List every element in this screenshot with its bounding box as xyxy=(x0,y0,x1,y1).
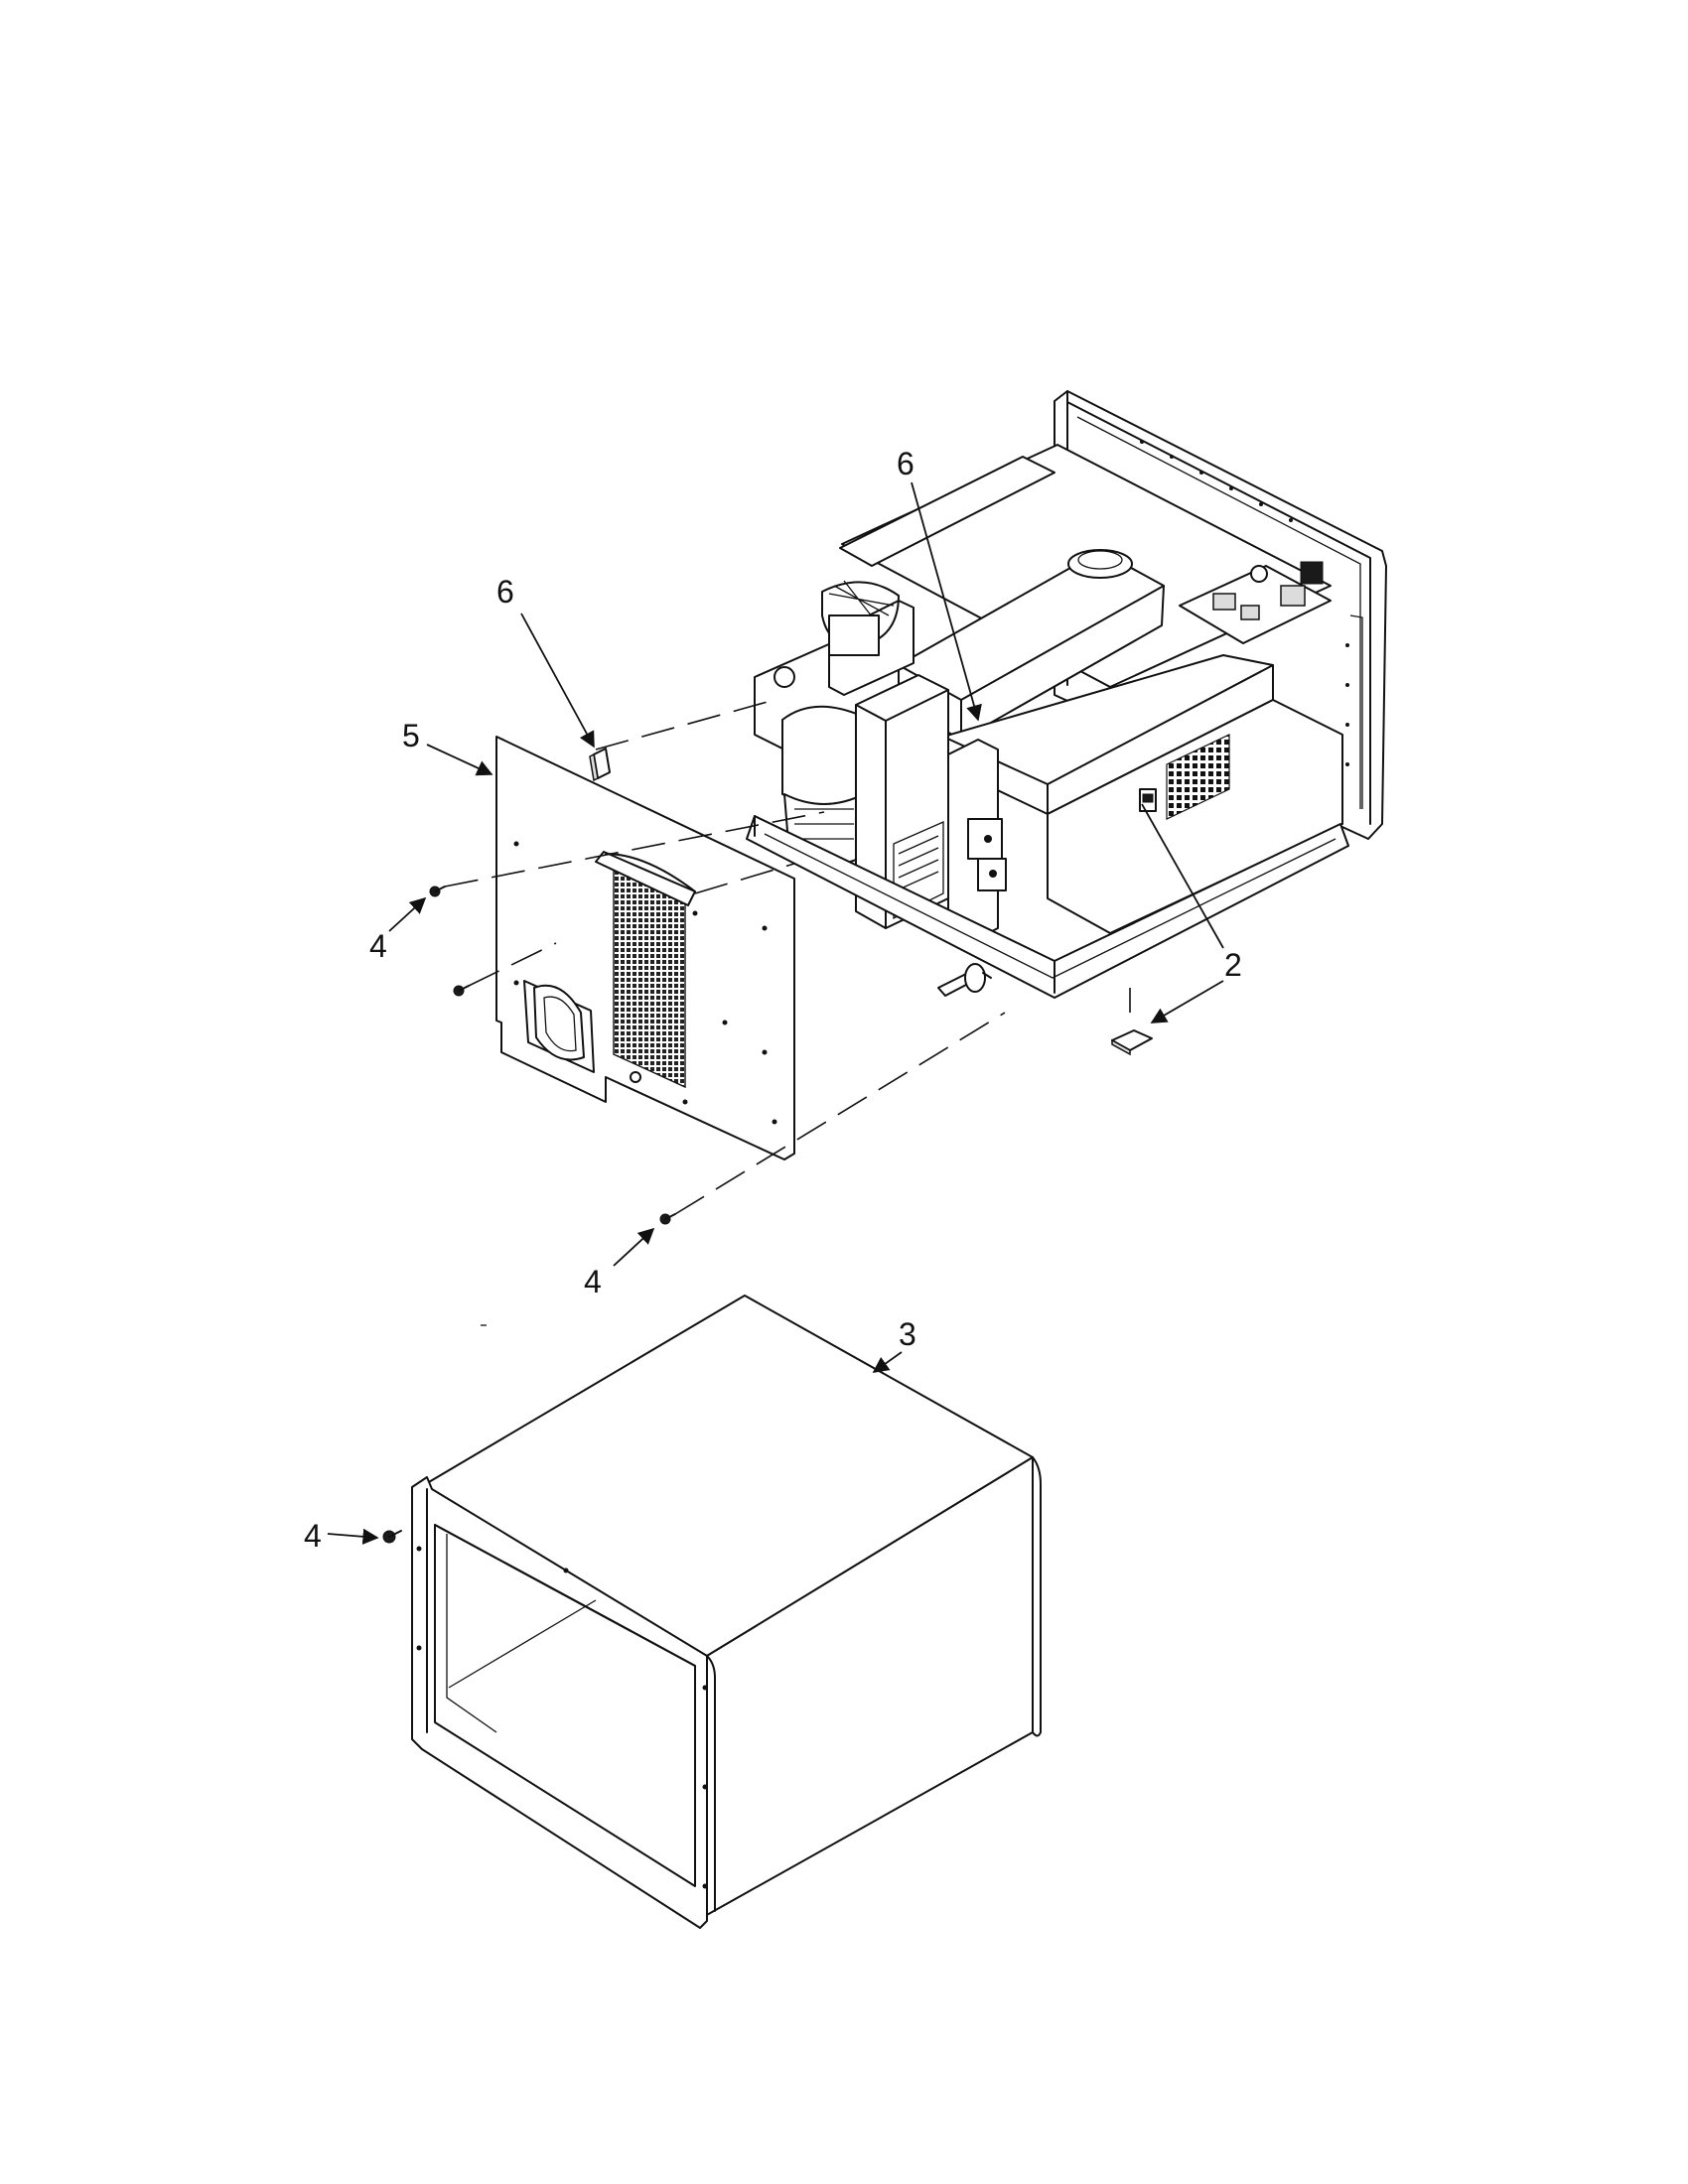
part-5-rear-panel xyxy=(495,736,795,1160)
assembly-guide-lines xyxy=(444,699,1131,1215)
callout-5: 5 xyxy=(402,718,420,753)
callout-6-top: 6 xyxy=(897,446,914,481)
screw-lower xyxy=(659,1213,676,1225)
part-3-outer-cabinet xyxy=(411,1295,1042,1929)
callout-4-middle: 4 xyxy=(584,1264,602,1299)
panel-screw-holes xyxy=(513,841,777,1125)
callout-6-left: 6 xyxy=(496,574,514,610)
part-2-fuse-block xyxy=(1111,1029,1153,1056)
screw-cabinet xyxy=(382,1530,402,1544)
air-intake xyxy=(523,980,595,1073)
callout-4-lower: 4 xyxy=(304,1518,322,1554)
callouts: 6 6 5 4 4 4 2 3 xyxy=(304,446,1242,1554)
oven-chassis xyxy=(746,390,1387,999)
part-4-screws xyxy=(382,886,676,1544)
door-frame-rivets xyxy=(1140,440,1349,766)
callout-2: 2 xyxy=(1224,947,1242,983)
screw-mid-left xyxy=(453,985,470,997)
control-board xyxy=(1212,561,1324,620)
callout-4-upper: 4 xyxy=(369,928,387,964)
interlock-switches xyxy=(967,818,1007,891)
callout-3: 3 xyxy=(899,1316,916,1352)
screw-upper xyxy=(429,886,446,897)
cabinet-screw-holes xyxy=(416,1546,708,1889)
part-6-clip xyxy=(589,748,611,782)
power-cord xyxy=(937,963,992,997)
